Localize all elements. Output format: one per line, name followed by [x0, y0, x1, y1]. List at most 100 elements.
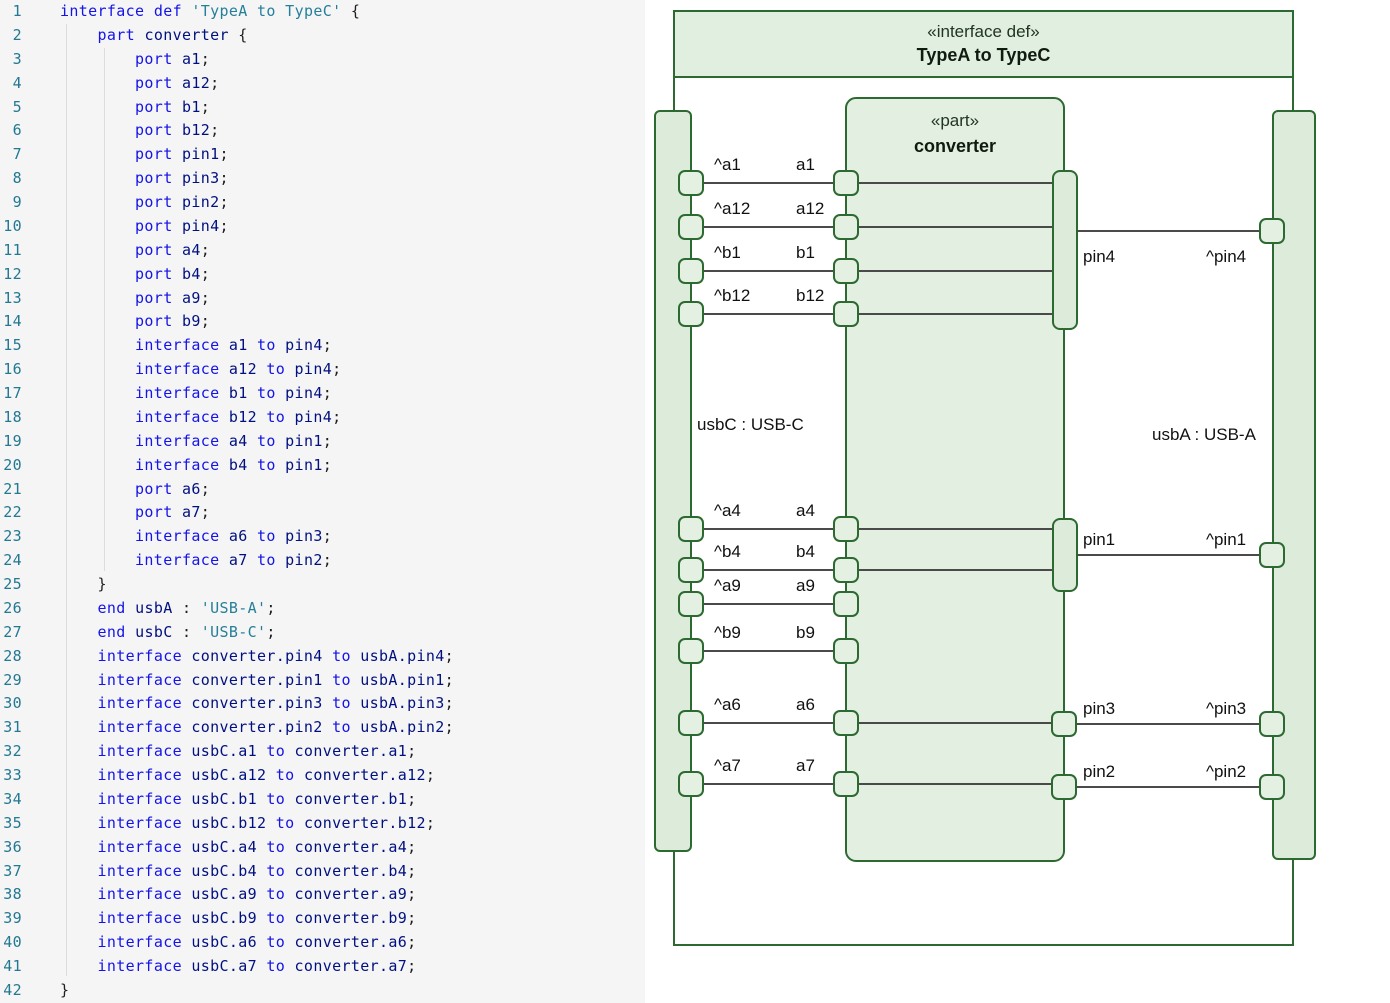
code-text[interactable]: interface usbC.a4 to converter.a4;: [97, 837, 417, 856]
port-usbC-a12[interactable]: [678, 214, 704, 240]
code-line[interactable]: 12 port b4;: [0, 263, 645, 287]
code-line[interactable]: 7 port pin1;: [0, 143, 645, 167]
connector-converter-pin1-to-usbA-pin1[interactable]: [1077, 554, 1259, 556]
code-line[interactable]: 30 interface converter.pin3 to usbA.pin3…: [0, 692, 645, 716]
port-usbC-a1[interactable]: [678, 170, 704, 196]
port-usbC-a7[interactable]: [678, 771, 704, 797]
connector-usbC-a7-to-converter-a7[interactable]: [704, 783, 833, 785]
connector-usbC-b9-to-converter-b9[interactable]: [704, 650, 833, 652]
port-usbC-a4[interactable]: [678, 516, 704, 542]
port-converter-b9[interactable]: [833, 638, 859, 664]
connector-usbC-a6-to-converter-a6[interactable]: [704, 722, 833, 724]
code-text[interactable]: end usbC : 'USB-C';: [97, 622, 276, 641]
connector-usbC-a9-to-converter-a9[interactable]: [704, 603, 833, 605]
code-line[interactable]: 3 port a1;: [0, 48, 645, 72]
code-line[interactable]: 34 interface usbC.b1 to converter.b1;: [0, 788, 645, 812]
port-converter-pin3[interactable]: [1051, 711, 1077, 737]
interface-def-frame-header[interactable]: «interface def» TypeA to TypeC: [673, 10, 1294, 78]
code-text[interactable]: port a9;: [135, 288, 211, 307]
code-line[interactable]: 41 interface usbC.a7 to converter.a7;: [0, 955, 645, 979]
code-text[interactable]: interface usbC.a12 to converter.a12;: [97, 766, 436, 784]
code-text[interactable]: port b12;: [135, 121, 220, 140]
code-text[interactable]: port pin3;: [135, 169, 229, 188]
connector-usbC-b12-to-converter-b12[interactable]: [704, 313, 833, 315]
port-usbA-pin4[interactable]: [1259, 218, 1285, 244]
code-text[interactable]: port b9;: [135, 312, 211, 331]
code-text[interactable]: interface converter.pin1 to usbA.pin1;: [97, 670, 455, 689]
code-line[interactable]: 14 port b9;: [0, 310, 645, 334]
code-line[interactable]: 28 interface converter.pin4 to usbA.pin4…: [0, 645, 645, 669]
code-line[interactable]: 38 interface usbC.a9 to converter.a9;: [0, 883, 645, 907]
code-line[interactable]: 5 port b1;: [0, 96, 645, 120]
code-line[interactable]: 6 port b12;: [0, 119, 645, 143]
port-usbC-a9[interactable]: [678, 591, 704, 617]
code-line[interactable]: 22 port a7;: [0, 501, 645, 525]
code-text[interactable]: }: [60, 980, 70, 999]
code-line[interactable]: 23 interface a6 to pin3;: [0, 525, 645, 549]
code-text[interactable]: interface converter.pin2 to usbA.pin2;: [97, 718, 455, 737]
code-line[interactable]: 13 port a9;: [0, 287, 645, 311]
connector-converter-pin4-to-usbA-pin4[interactable]: [1077, 230, 1259, 232]
code-line[interactable]: 20 interface b4 to pin1;: [0, 454, 645, 478]
connector-internal-a6[interactable]: [859, 722, 1051, 724]
port-usbA-pin2[interactable]: [1259, 774, 1285, 800]
code-line[interactable]: 26 end usbA : 'USB-A';: [0, 597, 645, 621]
code-text[interactable]: port a12;: [135, 73, 220, 92]
connector-converter-pin2-to-usbA-pin2[interactable]: [1077, 786, 1259, 788]
code-line[interactable]: 32 interface usbC.a1 to converter.a1;: [0, 740, 645, 764]
code-text[interactable]: interface usbC.a9 to converter.a9;: [97, 885, 417, 904]
code-text[interactable]: port pin2;: [135, 193, 229, 211]
code-text[interactable]: interface usbC.b1 to converter.b1;: [97, 789, 417, 808]
port-usbC-b1[interactable]: [678, 258, 704, 284]
code-line[interactable]: 10 port pin4;: [0, 215, 645, 239]
code-text[interactable]: interface usbC.a1 to converter.a1;: [97, 742, 417, 761]
code-text[interactable]: port pin1;: [135, 145, 229, 164]
port-usbA-pin3[interactable]: [1259, 711, 1285, 737]
code-line[interactable]: 21 port a6;: [0, 478, 645, 502]
code-text[interactable]: port a6;: [135, 479, 211, 498]
connector-usbC-b4-to-converter-b4[interactable]: [704, 569, 833, 571]
code-text[interactable]: part converter {: [97, 25, 248, 44]
connector-internal-a4[interactable]: [859, 528, 1052, 530]
code-text[interactable]: port a1;: [135, 49, 211, 68]
code-line[interactable]: 33 interface usbC.a12 to converter.a12;: [0, 764, 645, 788]
code-line[interactable]: 42}: [0, 979, 645, 1003]
port-converter-pin2[interactable]: [1051, 774, 1077, 800]
code-line[interactable]: 15 interface a1 to pin4;: [0, 334, 645, 358]
part-converter-box[interactable]: [845, 97, 1065, 862]
code-line[interactable]: 25 }: [0, 573, 645, 597]
code-text[interactable]: interface a6 to pin3;: [135, 527, 333, 546]
code-text[interactable]: port a4;: [135, 240, 211, 259]
port-converter-a1[interactable]: [833, 170, 859, 196]
code-text[interactable]: interface usbC.a6 to converter.a6;: [97, 933, 417, 952]
port-converter-pin4[interactable]: [1052, 170, 1078, 330]
port-converter-a12[interactable]: [833, 214, 859, 240]
code-line[interactable]: 16 interface a12 to pin4;: [0, 358, 645, 382]
code-text[interactable]: interface a7 to pin2;: [135, 551, 333, 570]
connector-internal-a12[interactable]: [859, 226, 1052, 228]
code-line[interactable]: 18 interface b12 to pin4;: [0, 406, 645, 430]
code-line[interactable]: 39 interface usbC.b9 to converter.b9;: [0, 907, 645, 931]
port-converter-b12[interactable]: [833, 301, 859, 327]
code-text[interactable]: port pin4;: [135, 216, 229, 235]
code-line[interactable]: 35 interface usbC.b12 to converter.b12;: [0, 812, 645, 836]
code-text[interactable]: interface b4 to pin1;: [135, 455, 333, 474]
connector-usbC-a12-to-converter-a12[interactable]: [704, 226, 833, 228]
code-text[interactable]: interface converter.pin3 to usbA.pin3;: [97, 694, 455, 713]
code-text[interactable]: interface a12 to pin4;: [135, 360, 342, 379]
code-line[interactable]: 24 interface a7 to pin2;: [0, 549, 645, 573]
code-text[interactable]: interface a4 to pin1;: [135, 431, 333, 450]
connector-converter-pin3-to-usbA-pin3[interactable]: [1077, 723, 1259, 725]
code-text[interactable]: port b4;: [135, 264, 211, 283]
code-line[interactable]: 27 end usbC : 'USB-C';: [0, 621, 645, 645]
code-line[interactable]: 29 interface converter.pin1 to usbA.pin1…: [0, 669, 645, 693]
code-text[interactable]: interface usbC.b9 to converter.b9;: [97, 909, 417, 928]
code-line[interactable]: 11 port a4;: [0, 239, 645, 263]
code-text[interactable]: interface usbC.b12 to converter.b12;: [97, 813, 436, 832]
connector-internal-a1[interactable]: [859, 182, 1052, 184]
port-converter-a6[interactable]: [833, 710, 859, 736]
code-text[interactable]: interface usbC.a7 to converter.a7;: [97, 957, 417, 975]
code-text[interactable]: port b1;: [135, 97, 211, 116]
connector-internal-b12[interactable]: [859, 313, 1052, 315]
